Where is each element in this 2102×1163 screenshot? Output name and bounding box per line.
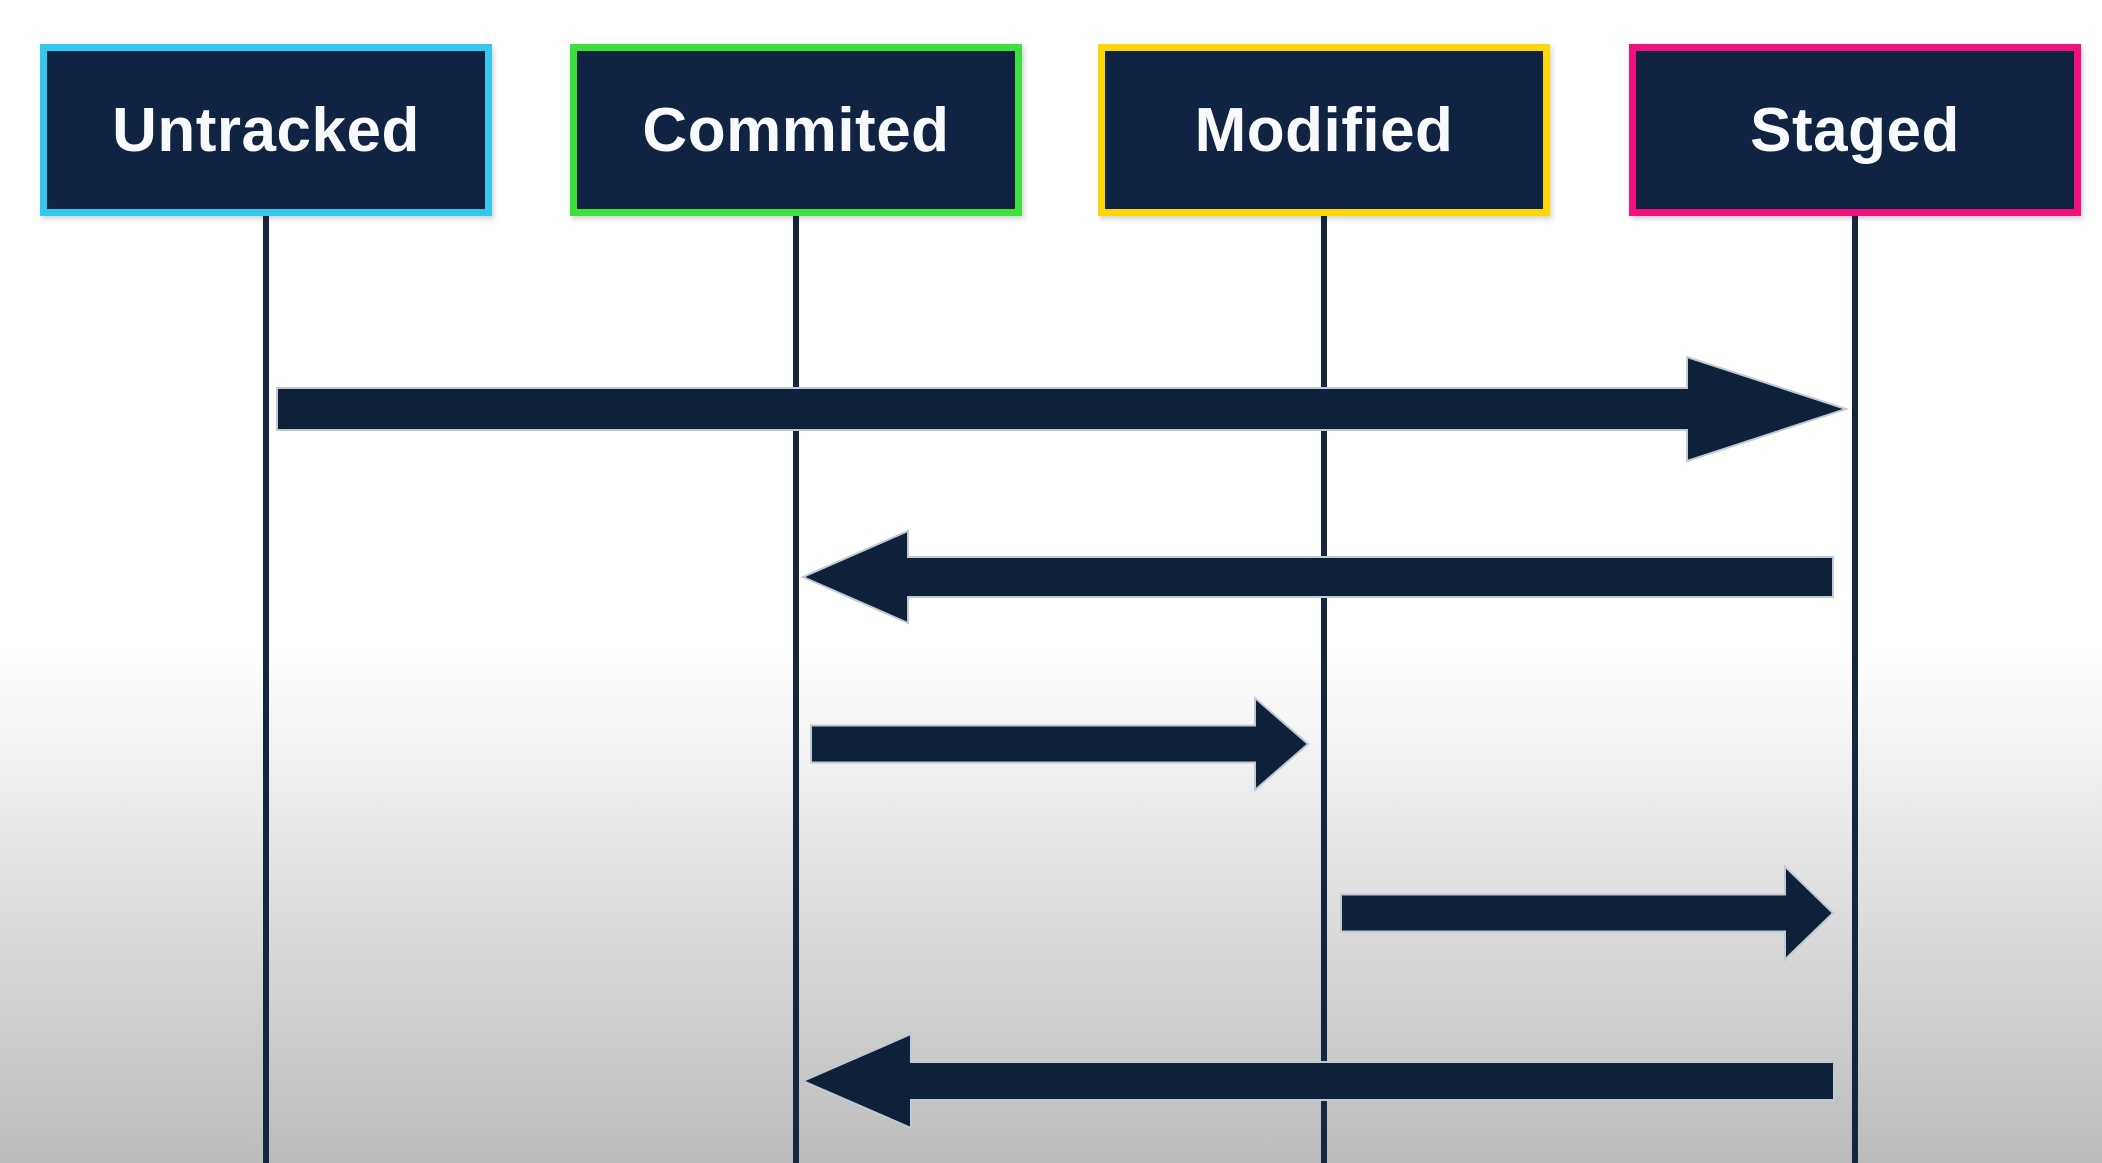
- arrow-modified-to-staged: [1340, 864, 1835, 962]
- state-box-untracked: Untracked: [40, 44, 492, 216]
- state-label-staged: Staged: [1750, 95, 1960, 165]
- arrow-commited-to-modified: [810, 695, 1310, 793]
- state-box-commited: Commited: [570, 44, 1022, 216]
- arrow-untracked-to-staged: [276, 355, 1850, 463]
- state-label-untracked: Untracked: [112, 95, 420, 165]
- state-box-modified: Modified: [1098, 44, 1550, 216]
- state-label-commited: Commited: [642, 95, 950, 165]
- state-box-staged: Staged: [1629, 44, 2081, 216]
- arrow-staged-to-commited: [800, 529, 1834, 625]
- state-label-modified: Modified: [1194, 95, 1454, 165]
- arrow-staged-to-commited: [800, 1032, 1835, 1130]
